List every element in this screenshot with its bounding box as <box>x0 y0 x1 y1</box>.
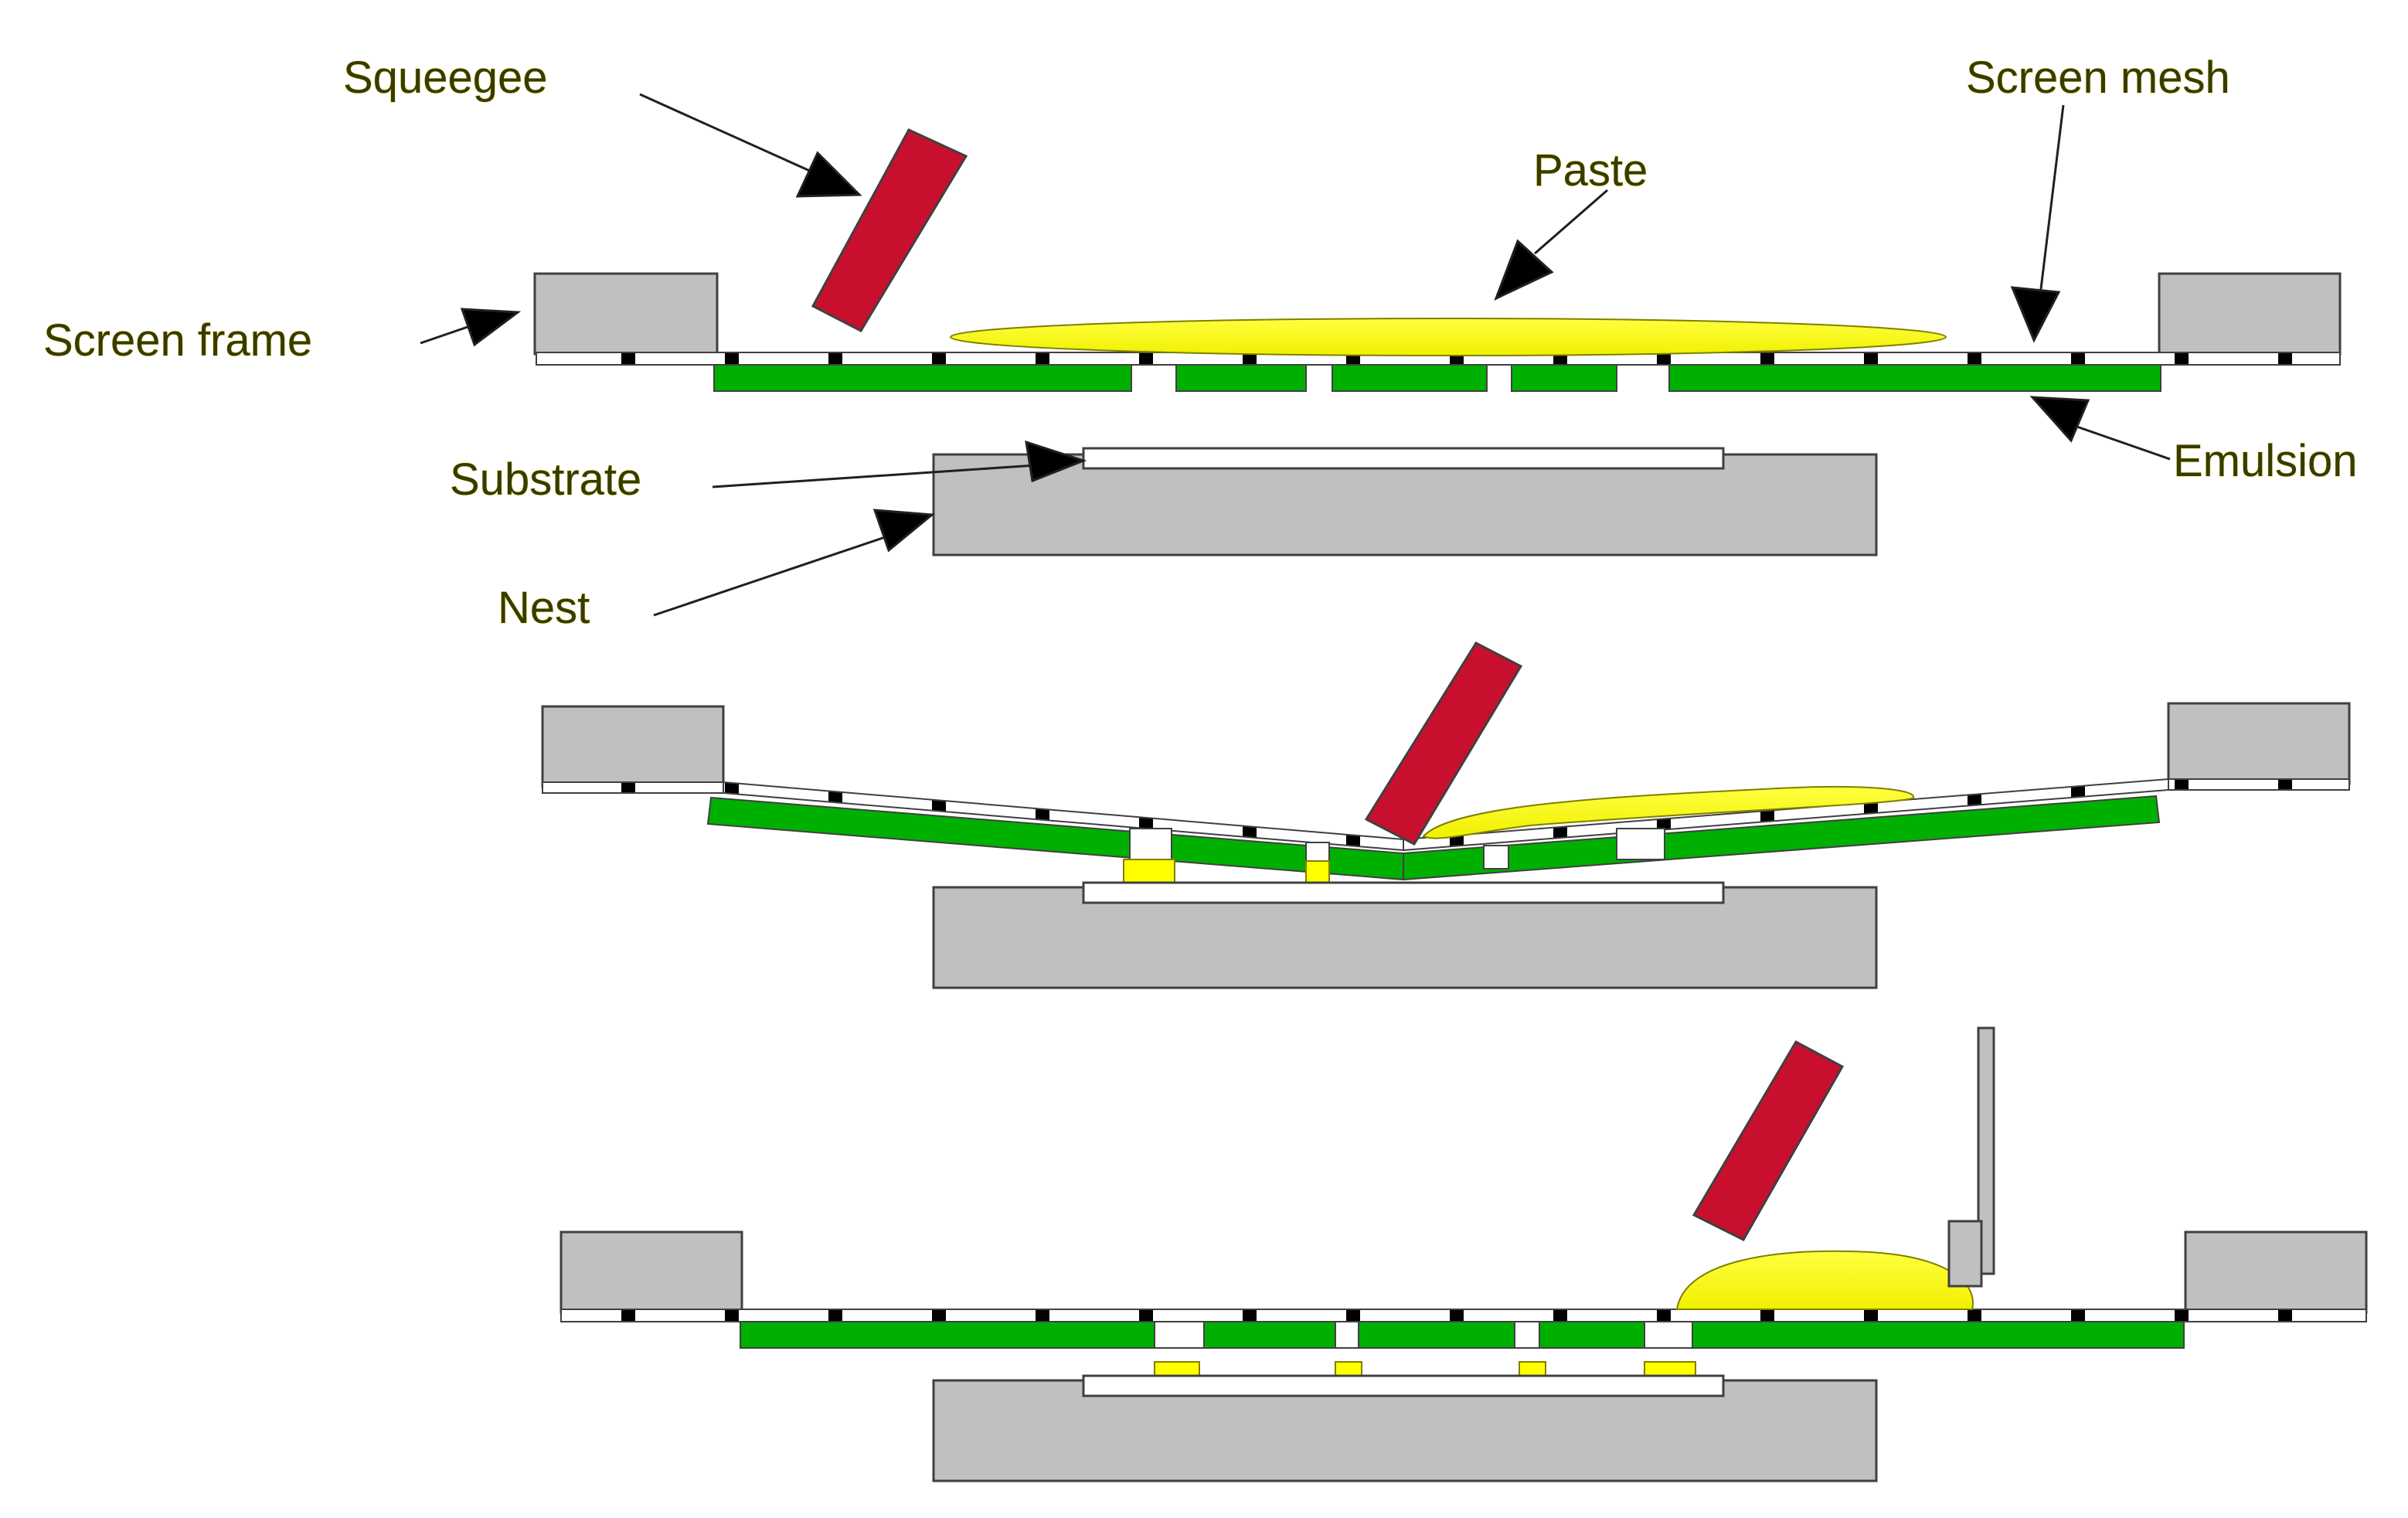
stage-3-release <box>559 1026 2368 1482</box>
arrow-substrate <box>1025 440 1087 483</box>
screen-mesh-deflected <box>1403 778 2169 852</box>
screen-mesh <box>560 1309 2367 1322</box>
stage-2-printing <box>541 642 2351 989</box>
emulsion-opening <box>1154 1321 1205 1349</box>
label-screen-frame: Screen frame <box>43 315 312 366</box>
screen-frame-left <box>541 705 725 788</box>
label-squeegee: Squeegee <box>343 53 547 103</box>
screen-frame-left <box>533 272 719 356</box>
arrow-emulsion <box>2029 396 2090 443</box>
emulsion-opening <box>1644 1321 1693 1349</box>
screen-frame-left <box>559 1230 743 1314</box>
squeegee-blade <box>811 128 968 332</box>
substrate <box>1082 881 1725 904</box>
squeegee-blade <box>1692 1040 1845 1241</box>
label-emulsion: Emulsion <box>2173 436 2358 486</box>
screen-mesh-left-stub <box>542 781 724 794</box>
arrow-nest <box>872 509 935 553</box>
paste-deposit <box>1123 859 1175 887</box>
arrow-paste <box>1494 239 1554 301</box>
flood-bar-blade <box>1947 1220 1983 1288</box>
emulsion-layer <box>740 1321 2185 1349</box>
emulsion-layer <box>713 364 2161 392</box>
flood-bar-rod <box>1977 1026 1995 1275</box>
emulsion-opening <box>1616 828 1665 860</box>
emulsion-right <box>1403 795 2161 881</box>
arrow-screen-mesh <box>2010 286 2061 343</box>
substrate <box>1082 1374 1725 1397</box>
paste-blob <box>950 318 1947 356</box>
arrow-squeegee <box>795 151 862 198</box>
emulsion-opening <box>1483 845 1509 870</box>
labels: Squeegee Screen mesh Paste Screen frame … <box>43 52 2358 633</box>
screen-frame-right <box>2167 702 2351 785</box>
paste-blob <box>1675 1250 1974 1310</box>
label-nest: Nest <box>498 583 590 633</box>
emulsion-opening <box>1129 828 1172 860</box>
arrow-screen-frame <box>460 308 522 347</box>
callout-arrows <box>420 93 2171 617</box>
label-screen-mesh: Screen mesh <box>1966 53 2230 103</box>
label-paste: Paste <box>1533 145 1648 196</box>
label-substrate: Substrate <box>450 454 641 505</box>
paste-blob <box>1422 785 1915 839</box>
stage-1-setup <box>533 128 2342 556</box>
screen-frame-right <box>2184 1230 2368 1314</box>
emulsion-opening <box>1335 1321 1359 1349</box>
emulsion-opening <box>1514 1321 1540 1349</box>
screen-frame-right <box>2158 272 2342 356</box>
nest <box>932 453 1878 556</box>
screen-mesh-right-stub <box>2168 778 2350 791</box>
substrate <box>1082 447 1725 470</box>
nest <box>932 886 1878 989</box>
squeegee-blade <box>1364 642 1523 846</box>
